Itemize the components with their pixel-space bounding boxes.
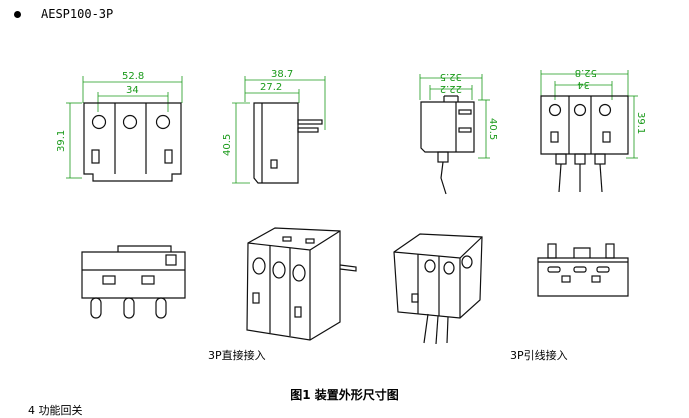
dim-side-body: 27.2 bbox=[260, 82, 282, 93]
dim-lead-front-height: 39.1 bbox=[635, 112, 646, 134]
dim-side-depth: 38.7 bbox=[271, 69, 293, 80]
section-heading: AESP100-3P bbox=[14, 7, 113, 21]
front-view-direct: 52.8 34 39.1 bbox=[56, 71, 183, 182]
side-view-lead: 32.5 22.2 40.5 bbox=[419, 71, 498, 195]
cut-off-next-line: 4 功能回关 bbox=[28, 404, 83, 417]
figure-title: 图1 装置外形尺寸图 bbox=[290, 388, 399, 402]
side-view-direct: 38.7 27.2 40.5 bbox=[222, 69, 326, 184]
dim-front-spacing: 34 bbox=[126, 85, 139, 96]
front-view-lead: 52.8 34 39.1 bbox=[540, 67, 646, 193]
dim-lead-depth: 32.5 bbox=[440, 71, 462, 82]
model-name: AESP100-3P bbox=[41, 7, 114, 21]
dim-side-height: 40.5 bbox=[222, 134, 233, 156]
iso-view-direct bbox=[246, 227, 357, 341]
dim-lead-height: 40.5 bbox=[487, 118, 498, 140]
dim-lead-front-width: 52.8 bbox=[575, 67, 597, 78]
bottom-view-lead bbox=[537, 243, 629, 297]
bullet-icon bbox=[14, 10, 21, 18]
iso-view-lead bbox=[393, 233, 483, 345]
bottom-view-direct bbox=[81, 245, 186, 319]
caption-lead: 3P引线接入 bbox=[510, 349, 568, 362]
caption-direct: 3P直接接入 bbox=[208, 349, 266, 362]
dim-front-width: 52.8 bbox=[122, 71, 144, 82]
dim-lead-front-spacing: 34 bbox=[577, 79, 590, 90]
dim-front-height: 39.1 bbox=[56, 130, 67, 152]
dim-lead-body: 22.2 bbox=[440, 83, 462, 94]
